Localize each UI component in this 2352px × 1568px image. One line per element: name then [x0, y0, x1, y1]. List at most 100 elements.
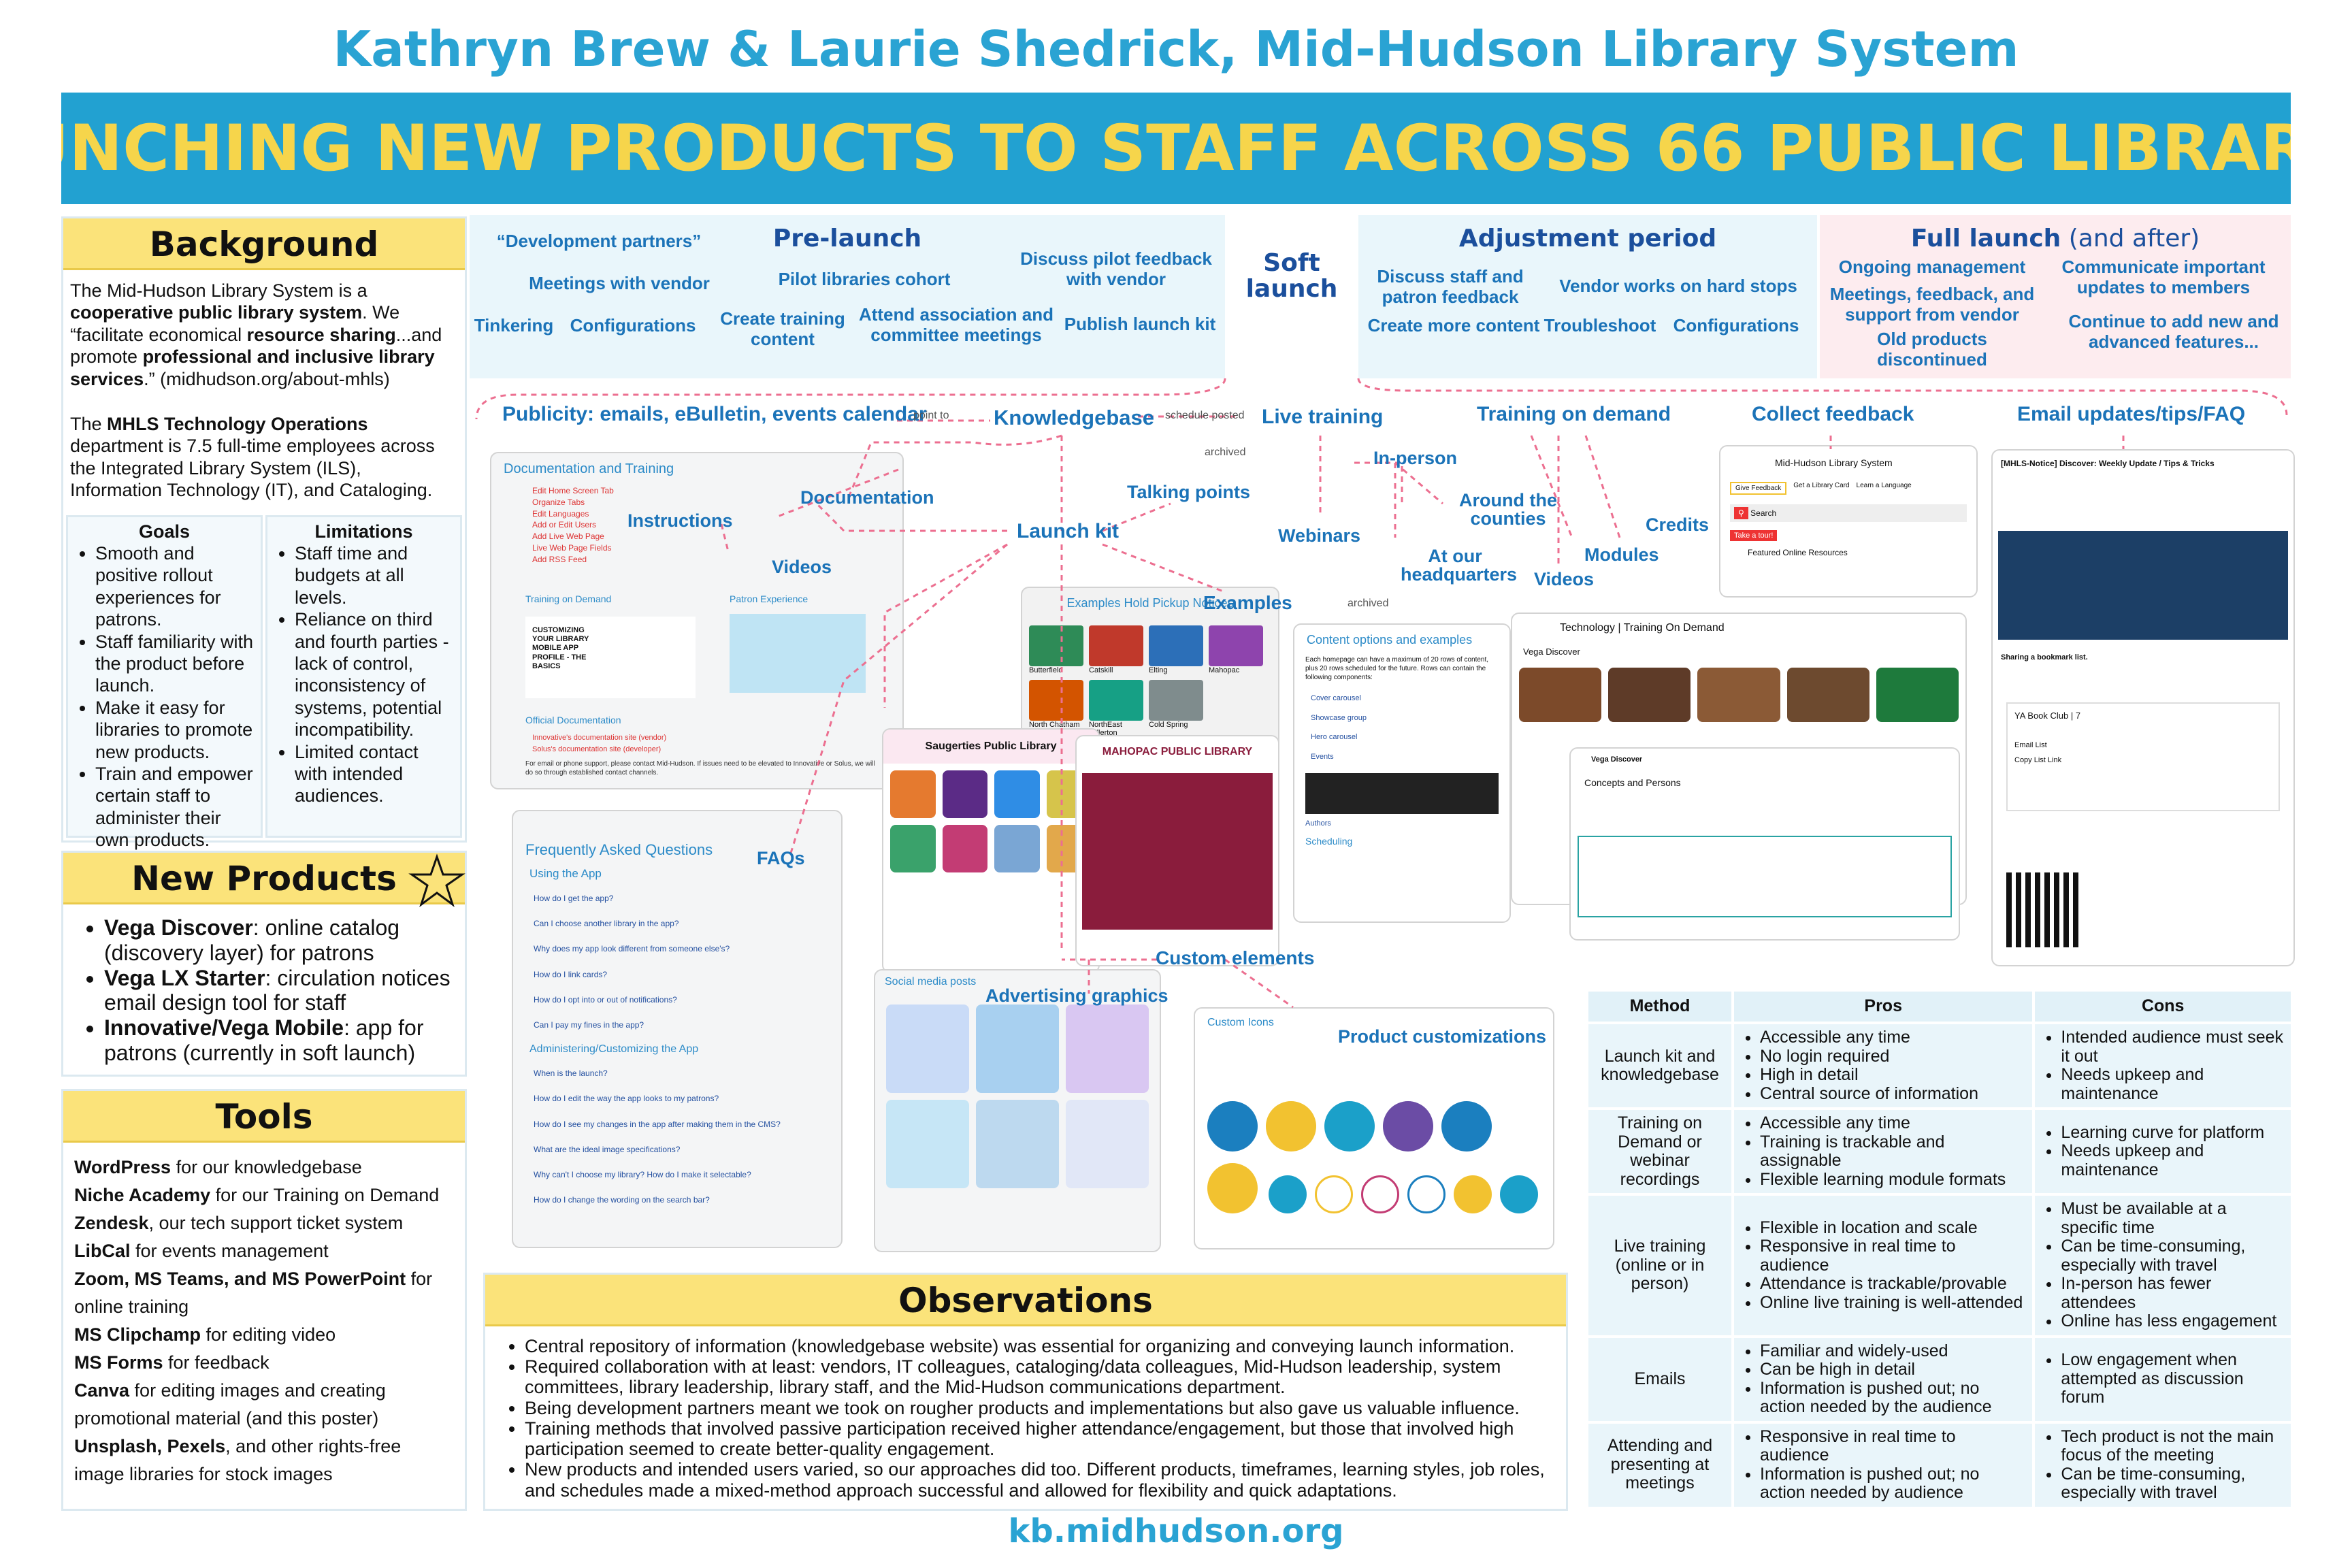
patron-exp-label: Patron Experience [730, 593, 808, 604]
observations-list: Central repository of information (knowl… [485, 1326, 1566, 1501]
content-text: Each homepage can have a maximum of 20 r… [1305, 656, 1489, 681]
faq-questions: How do I get the app? Can I choose anothe… [513, 881, 841, 1043]
headquarters-label: At our headquarters [1401, 546, 1518, 585]
instructions-label: Instructions [627, 510, 733, 531]
mahopac-app-screenshot: MAHOPAC PUBLIC LIBRARY [1075, 735, 1279, 966]
take-tour-badge[interactable]: Take a tour! [1730, 530, 1778, 541]
table-row: Training on Demand or webinar recordings… [1588, 1110, 2291, 1193]
faq-question[interactable]: How do I change the wording on the searc… [534, 1195, 710, 1205]
search-icon: ⚲ [1734, 507, 1748, 519]
mhls-feedback-screenshot: Mid-Hudson Library System Give Feedback … [1719, 445, 1978, 598]
star-icon [408, 853, 466, 907]
background-text: The Mid-Hudson Library System is a coope… [63, 270, 465, 502]
background-panel: Background The Mid-Hudson Library System… [61, 216, 467, 850]
mhls-search[interactable]: ⚲ Search [1730, 504, 1967, 522]
limitations-column: LimitationsStaff time and budgets at all… [265, 515, 462, 838]
table-row: Launch kit and knowledgebaseAccessible a… [1588, 1024, 2291, 1107]
give-feedback-button[interactable]: Give Feedback [1730, 482, 1787, 495]
list-item: Smooth and positive rollout experiences … [95, 542, 257, 631]
doc-link[interactable]: Add RSS Feed [532, 554, 587, 564]
cons-cell: Must be available at a specific timeCan … [2035, 1196, 2291, 1335]
official-doc-label: Official Documentation [525, 715, 621, 725]
prelaunch-item: Pilot libraries cohort [778, 269, 951, 289]
faq-screenshot: Frequently Asked Questions Using the App… [512, 810, 843, 1248]
faq-question[interactable]: How do I see my changes in the app after… [534, 1119, 781, 1129]
faq-using-heading: Using the App [529, 867, 602, 880]
faq-question[interactable]: How do I opt into or out of notification… [534, 994, 677, 1004]
list-item: Learning curve for platform [2061, 1123, 2285, 1143]
faq-question[interactable]: How do I get the app? [534, 894, 614, 903]
soft-launch-heading: Soft launch [1245, 249, 1338, 303]
table-row: EmailsFamiliar and widely-usedCan be hig… [1588, 1337, 2291, 1421]
doc-link[interactable]: Add Live Web Page [532, 532, 604, 542]
custom-elements-label: Custom elements [1156, 947, 1315, 968]
faq-question[interactable]: Can I choose another library in the app? [534, 919, 679, 929]
footer-url[interactable]: kb.midhudson.org [1008, 1512, 1344, 1550]
faq-question[interactable]: Can I pay my fines in the app? [534, 1019, 644, 1030]
mahopac-header: MAHOPAC PUBLIC LIBRARY [1102, 746, 1253, 757]
method-header: Method [1588, 992, 1731, 1022]
full-launch-heading: Full launch (and after) [1910, 225, 2200, 252]
doc-link[interactable]: Edit Languages [532, 508, 589, 519]
faq-question[interactable]: How do I link cards? [534, 969, 608, 979]
authors-line: Kathryn Brew & Laurie Shedrick, Mid-Huds… [333, 20, 2019, 78]
pros-cell: Familiar and widely-usedCan be high in d… [1734, 1337, 2033, 1421]
table-row: Attending and presenting at meetingsResp… [1588, 1423, 2291, 1507]
doc-link[interactable]: Add or Edit Users [532, 520, 597, 530]
method-cell: Attending and presenting at meetings [1588, 1423, 1731, 1507]
adjustment-item: Discuss staff and patron feedback [1377, 266, 1524, 307]
list-item: Central repository of information (knowl… [525, 1336, 1547, 1356]
faq-question[interactable]: How do I edit the way the app looks to m… [534, 1094, 719, 1104]
observations-heading: Observations [485, 1275, 1566, 1326]
method-cell: Training on Demand or webinar recordings [1588, 1110, 1731, 1193]
prelaunch-item: “Development partners” [496, 231, 702, 251]
archived-label: archived [1205, 446, 1246, 458]
official-link[interactable]: Solus's documentation site (developer) [532, 745, 662, 753]
list-item: Vega LX Starter: circulation notices ema… [104, 966, 465, 1016]
doc-link[interactable]: Live Web Page Fields [532, 542, 612, 553]
list-item: Being development partners meant we took… [525, 1398, 1547, 1418]
faq-question[interactable]: Why can't I choose my library? How do I … [534, 1169, 751, 1179]
pros-cell: Accessible any timeTraining is trackable… [1734, 1110, 2033, 1193]
list-item: Can be time-consuming, especially with t… [2061, 1237, 2285, 1275]
get-card-link[interactable]: Get a Library Card [1793, 482, 1850, 489]
faq-question[interactable]: When is the launch? [534, 1068, 608, 1079]
product-customizations-label: Product customizations [1338, 1026, 1547, 1047]
faq-title: Frequently Asked Questions [525, 841, 713, 858]
list-item: Online has less engagement [2061, 1311, 2285, 1331]
ya-book-card: YA Book Club | 7 Email List Copy List Li… [2006, 702, 2280, 811]
list-item: Limited contact with intended audiences. [295, 741, 456, 807]
doc-link[interactable]: Edit Home Screen Tab [532, 486, 614, 495]
point-to-label: point to [913, 410, 949, 421]
faq-question[interactable]: Why does my app look different from some… [534, 944, 730, 954]
faq-question[interactable]: What are the ideal image specifications? [534, 1144, 681, 1154]
goals-limitations: GoalsSmooth and positive rollout experie… [66, 515, 462, 850]
learn-language-link[interactable]: Learn a Language [1856, 482, 1912, 489]
icon-row [1195, 1097, 1553, 1221]
list-item: Training is trackable and assignable [1760, 1132, 2027, 1171]
list-item: Must be available at a specific time [2061, 1199, 2285, 1237]
content-item: Hero carousel [1311, 733, 1358, 742]
doc-link[interactable]: Organize Tabs [532, 497, 585, 507]
list-item: Make it easy for libraries to promote ne… [95, 697, 257, 763]
patron-exp-image [730, 614, 866, 693]
official-link[interactable]: Innovative's documentation site (vendor) [532, 734, 667, 742]
training-on-demand-label: Training on demand [1477, 403, 1671, 425]
list-item: Central source of information [1760, 1084, 2027, 1104]
hold-notice: NorthEast Millerton [1089, 680, 1143, 737]
list-item: LibCal for events management [74, 1241, 329, 1262]
list-item: Online live training is well-attended [1760, 1293, 2027, 1313]
in-person-label: In-person [1373, 448, 1458, 468]
scheduling-label: Scheduling [1305, 836, 1353, 847]
full-launch-item: Meetings, feedback, and support from ven… [1829, 284, 2035, 325]
prelaunch-item: Meetings with vendor [529, 273, 710, 293]
new-products-heading: New Products [63, 853, 465, 904]
prelaunch-item: Tinkering [474, 315, 554, 336]
list-item: Needs upkeep and maintenance [2061, 1142, 2285, 1179]
icons-title: Custom Icons [1207, 1017, 1274, 1028]
cons-cell: Tech product is not the main focus of th… [2035, 1423, 2291, 1507]
prelaunch-item: Attend association and committee meeting… [858, 304, 1054, 345]
